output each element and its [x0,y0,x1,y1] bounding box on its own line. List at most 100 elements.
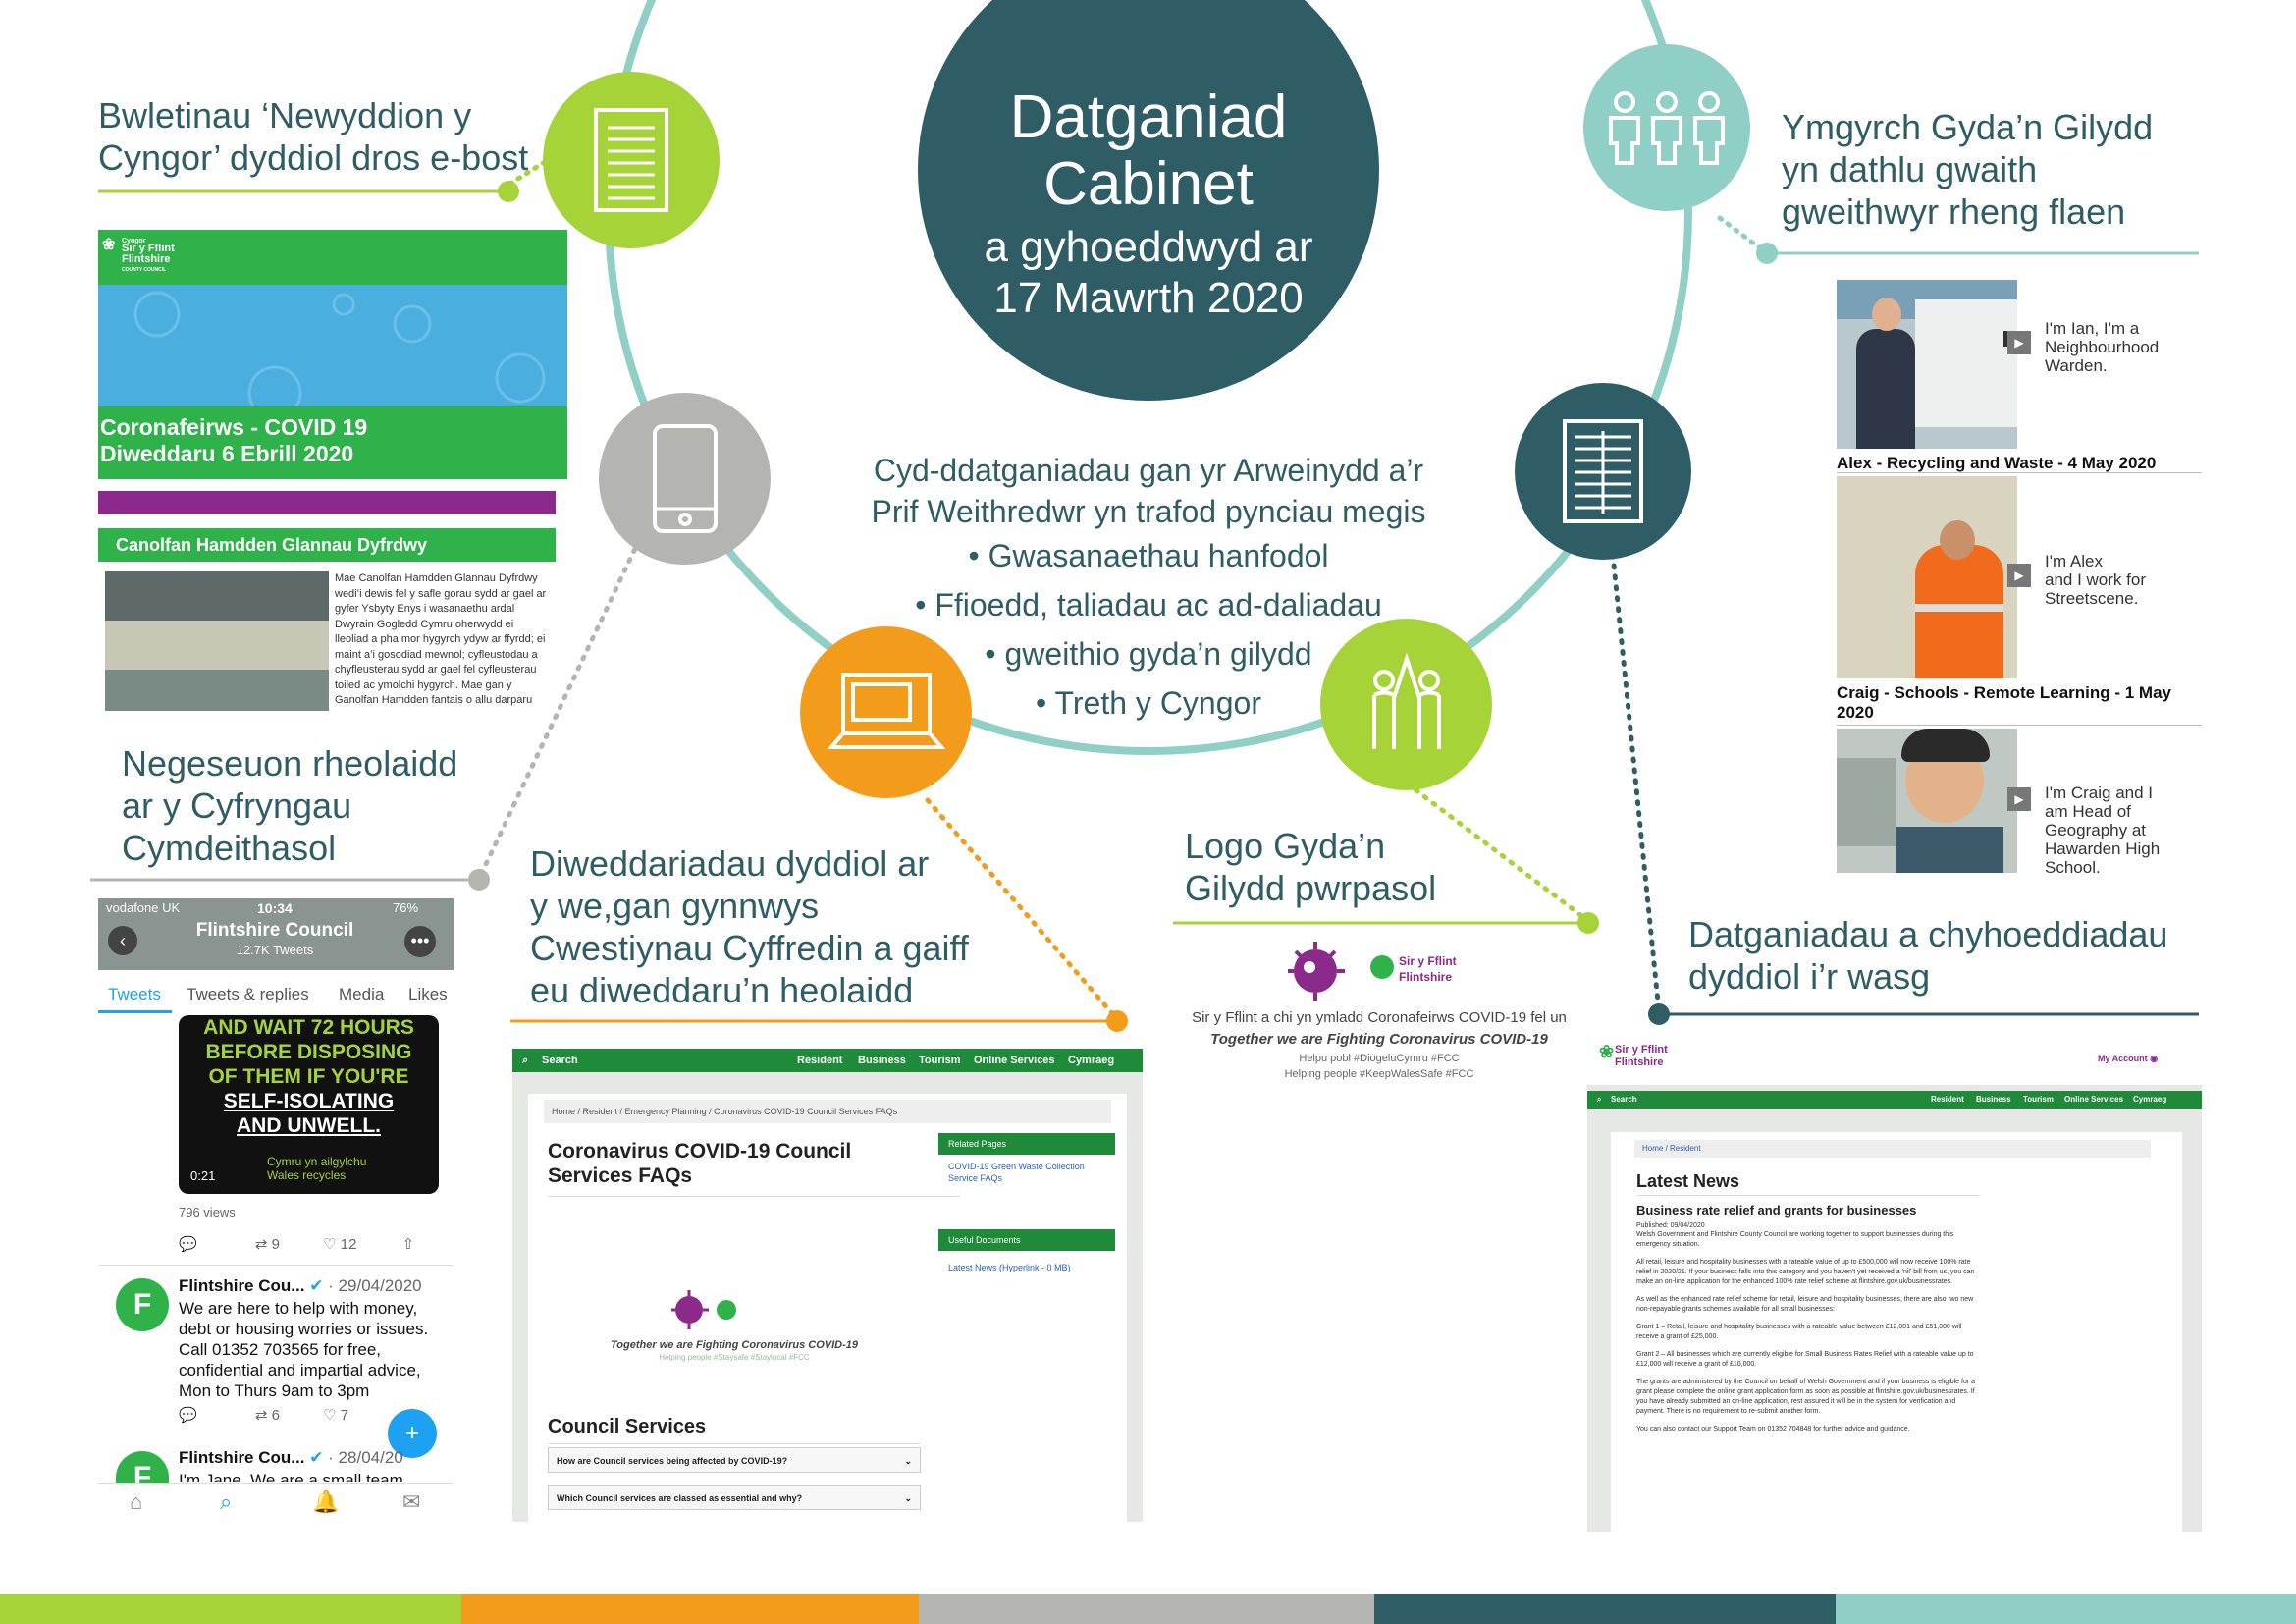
logo-sir: Sir y Fflint [122,243,175,254]
my-account-label[interactable]: My Account [2098,1054,2148,1063]
search-icon[interactable]: ⌕ [522,1055,529,1066]
faq-accordion-item[interactable]: Which Council services are classed as es… [548,1485,921,1510]
photo-alex [1837,476,2017,678]
intro-line-1: Cyd-ddatganiadau gan yr Arweinydd a’r [873,453,1424,488]
latest-news-link[interactable]: Latest News (Hyperlink - 0 MB) [948,1263,1071,1272]
search-icon[interactable]: ⌕ [1597,1095,1602,1104]
like-icon[interactable]: ♡ [323,1407,337,1424]
caption-line: I'm Ian, I'm a [2045,319,2140,338]
related-link[interactable]: COVID-19 Green Waste Collection Service … [948,1161,1085,1184]
tweet2-header: Flintshire Cou... ✔ · 29/04/2020 [179,1276,422,1296]
faq-nav-bar: ⌕ Search Resident Business Tourism Onlin… [512,1049,1143,1072]
logo-cyngor: Cyngor [122,238,146,244]
nav-business[interactable]: Business [1976,1095,2011,1104]
article-paragraph: The grants are administered by the Counc… [1636,1379,1975,1415]
nav-cymraeg[interactable]: Cymraeg [1068,1055,1115,1066]
like-icon[interactable]: ♡ [323,1236,337,1253]
like-count: 7 [340,1407,349,1424]
play-icon[interactable]: ▶ [2007,787,2031,811]
nav-online-services[interactable]: Online Services [2064,1095,2124,1104]
search-icon[interactable]: ⌕ [220,1489,233,1514]
tweet-author[interactable]: Flintshire Cou... [179,1276,305,1295]
bullet-4: • Treth y Cyngor [1036,685,1261,721]
logo-line-3: Helpu pobl #DiogeluCymru #FCC [1299,1053,1460,1064]
nav-online-services[interactable]: Online Services [974,1055,1055,1066]
caption-line: I'm Craig and I [2045,784,2154,802]
photo-craig [1837,729,2017,873]
news-search[interactable]: Search [1611,1095,1637,1104]
people-icon [1609,91,1725,165]
web-heading-line-4: eu diweddaru’n heolaidd [530,970,914,1010]
bullet-3: • gweithio gyda’n gilydd [985,636,1312,672]
logo-block-text: Sir y Fflint a chi yn ymladd Coronafeirw… [1173,1007,1585,1082]
faq-question[interactable]: How are Council services being affected … [557,1456,788,1466]
active-tab-indicator [98,1010,172,1013]
reply-icon[interactable]: 💬 [179,1236,197,1253]
web-circle [800,626,972,798]
tweet-author[interactable]: Flintshire Cou... [179,1448,305,1467]
retweet-icon[interactable]: ⇄ [254,1236,268,1253]
nav-business[interactable]: Business [858,1055,906,1066]
tab-tweets-replies[interactable]: Tweets & replies [187,985,309,1003]
retweet-icon[interactable]: ⇄ [254,1407,268,1424]
home-icon[interactable]: ⌂ [130,1489,143,1514]
footer-bar-lime [0,1594,461,1624]
play-icon[interactable]: ▶ [2007,331,2031,354]
campaign-heading-line-1: Ymgyrch Gyda’n Gilydd [1782,107,2154,147]
fcc-logo [666,1288,754,1333]
photo-caption-2: I'm Alex and I work for Streetscene. [2045,552,2146,608]
compose-tweet-button[interactable]: + [388,1409,437,1458]
nav-cymraeg[interactable]: Cymraeg [2133,1095,2167,1104]
faq-search[interactable]: Search [542,1055,578,1066]
tab-tweets[interactable]: Tweets [108,985,161,1003]
newsletter-heading-line-2: Cyngor’ dyddiol dros e-bost [98,137,529,178]
messages-icon[interactable]: ✉ [402,1489,421,1514]
faq-content: Home / Resident / Emergency Planning / C… [528,1094,1127,1522]
tweets-count: 12.7K Tweets [236,943,314,957]
nav-tourism[interactable]: Tourism [919,1055,961,1066]
smartphone-icon [652,424,718,533]
retweet-count: 6 [271,1407,280,1424]
video-line: AND WAIT 72 HOURS [203,1016,414,1039]
back-button[interactable]: ‹ [108,926,137,955]
video-tweet[interactable]: AND WAIT 72 HOURS BEFORE DISPOSING OF TH… [179,1015,439,1194]
logo-tags: Helping people #Staysafe #Staylocal #FCC [659,1353,810,1362]
web-heading-line-1: Diweddariadau dyddiol ar [530,843,930,884]
user-icon[interactable]: ◉ [2150,1054,2159,1063]
tweet-date: · 28/04/20 [328,1448,403,1467]
tab-media[interactable]: Media [339,985,385,1003]
article-body: Welsh Government and Flintshire County C… [1636,1230,1980,1442]
social-heading: Negeseuon rheolaidd ar y Cyfryngau Cymde… [122,742,457,869]
play-icon[interactable]: ▶ [2007,564,2031,587]
chevron-down-icon[interactable]: ⌄ [904,1493,912,1503]
faq-accordion-item[interactable]: How are Council services being affected … [548,1447,921,1473]
caption-line: Geography at [2045,821,2147,839]
logo-flint: Flintshire [122,253,171,265]
faq-question[interactable]: Which Council services are classed as es… [557,1493,803,1503]
nav-tourism[interactable]: Tourism [2023,1095,2054,1104]
status-carrier: vodafone UK [106,900,181,915]
notifications-icon[interactable]: 🔔 [312,1489,340,1514]
logo-heading-line-1: Logo Gyda’n [1185,826,1386,866]
logo-line-4: Helping people #KeepWalesSafe #FCC [1284,1068,1474,1080]
avatar[interactable]: F [116,1278,169,1331]
nav-resident[interactable]: Resident [797,1055,843,1066]
related-link-line-1[interactable]: COVID-19 Green Waste Collection [948,1162,1085,1171]
newsletter-section-title: Canolfan Hamdden Glannau Dyfrdwy [98,528,556,562]
tab-likes[interactable]: Likes [408,985,448,1003]
like-count: 12 [340,1236,357,1253]
tweet3-header: Flintshire Cou... ✔ · 28/04/20 [179,1448,403,1468]
more-options-button[interactable]: ••• [404,926,436,957]
newsletter-header: ❀ Cyngor Sir y Fflint Flintshire COUNTY … [98,230,567,479]
verified-icon: ✔ [309,1276,324,1295]
share-icon[interactable]: ⇧ [401,1236,415,1253]
related-link-line-2[interactable]: Service FAQs [948,1173,1003,1183]
footer-bar-grey [919,1594,1374,1624]
nav-resident[interactable]: Resident [1931,1095,1964,1104]
bullet-2: • Ffioedd, taliadau ac ad-daliadau [915,587,1382,623]
article-title: Business rate relief and grants for busi… [1636,1203,1917,1218]
my-account-link[interactable]: My Account ◉ [2098,1054,2158,1064]
reply-icon[interactable]: 💬 [179,1407,197,1424]
chevron-down-icon[interactable]: ⌄ [904,1456,912,1466]
virus-pattern-icon [133,291,546,406]
